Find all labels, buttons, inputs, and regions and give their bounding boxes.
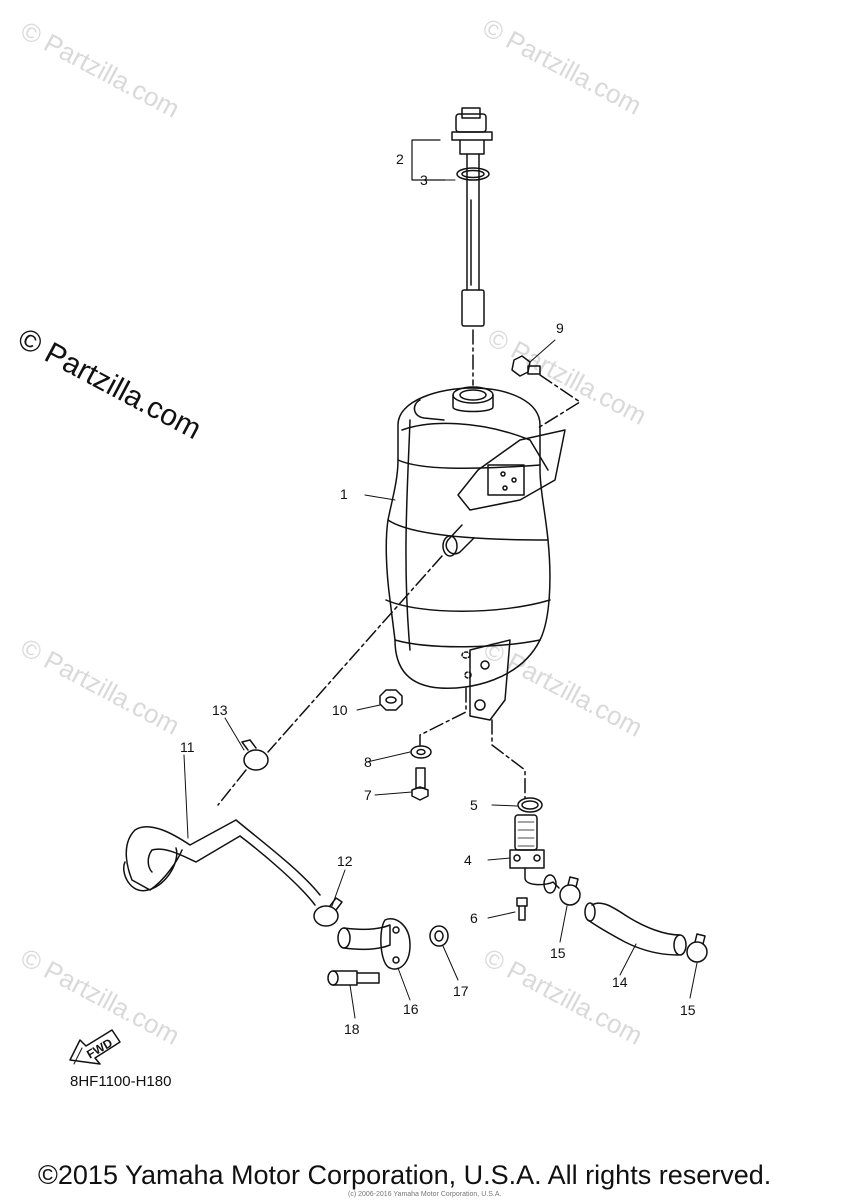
flange-bolt xyxy=(411,767,429,801)
callout-4: 4 xyxy=(464,852,472,868)
part-code: 8HF1100-H180 xyxy=(70,1073,172,1090)
callout-9: 9 xyxy=(556,320,564,336)
bolt xyxy=(511,355,541,377)
hose-clamp xyxy=(559,876,581,906)
nut xyxy=(379,689,403,711)
hose xyxy=(584,902,687,956)
strainer-fitting xyxy=(509,814,560,894)
hose-fitting xyxy=(337,918,411,970)
leader-lines xyxy=(183,179,698,1019)
small-copyright: (c) 2006-2016 Yamaha Motor Corporation, … xyxy=(348,1191,502,1198)
callout-6: 6 xyxy=(470,910,478,926)
callout-15b: 15 xyxy=(680,1002,696,1018)
hose-clamp xyxy=(241,739,269,771)
callout-labels: 1 2 3 4 5 6 7 8 9 10 11 12 13 14 15 15 1… xyxy=(84,151,696,1061)
callout-17: 17 xyxy=(453,983,469,999)
callout-16: 16 xyxy=(403,1001,419,1017)
callout-13: 13 xyxy=(212,702,228,718)
callout-10: 10 xyxy=(332,702,348,718)
washer xyxy=(410,745,432,759)
hose-clamp xyxy=(686,933,708,963)
fwd-arrow-icon xyxy=(69,1029,121,1065)
callout-5: 5 xyxy=(470,797,478,813)
callout-11: 11 xyxy=(180,739,195,755)
screw xyxy=(516,897,528,921)
oil-level-gauge xyxy=(451,107,493,327)
copyright: ©2015 Yamaha Motor Corporation, U.S.A. A… xyxy=(38,1160,772,1190)
callout-1: 1 xyxy=(340,486,348,502)
o-ring xyxy=(517,797,543,813)
union-bolt xyxy=(327,970,380,986)
callout-12: 12 xyxy=(337,853,353,869)
callout-8: 8 xyxy=(364,754,372,770)
callout-3: 3 xyxy=(420,172,428,188)
hose xyxy=(123,819,321,906)
washer xyxy=(429,925,449,947)
oil-tank xyxy=(385,386,566,721)
callout-18: 18 xyxy=(344,1021,360,1037)
callout-2: 2 xyxy=(396,151,404,167)
callout-14: 14 xyxy=(612,974,628,990)
hose-clamp xyxy=(313,897,343,927)
callout-15: 15 xyxy=(550,945,566,961)
callout-7: 7 xyxy=(364,787,372,803)
